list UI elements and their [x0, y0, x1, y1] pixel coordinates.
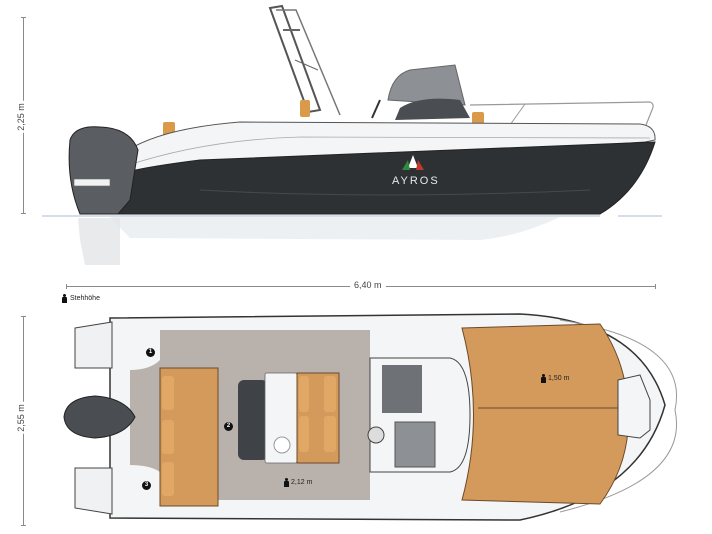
- length-dimension-tick-right: [655, 284, 656, 289]
- headroom-label-cabin: 1,50 m: [541, 374, 569, 383]
- standing-person-icon: [541, 374, 546, 383]
- headroom-value: 2,12 m: [291, 479, 313, 486]
- standing-person-icon: [62, 294, 67, 303]
- height-dimension-tick-bottom: [21, 213, 26, 214]
- legend-label: Stehhöhe: [70, 295, 100, 302]
- headroom-value: 1,50 m: [548, 375, 570, 382]
- length-dimension-tick-left: [66, 284, 67, 289]
- area-marker-2: 2: [224, 422, 233, 431]
- beam-dimension-tick-top: [21, 316, 26, 317]
- standing-person-icon: [284, 478, 289, 487]
- standing-height-legend: Stehhöhe: [62, 294, 100, 303]
- area-marker-3: 3: [142, 481, 151, 490]
- brand-logo-text: AYROS: [392, 175, 440, 187]
- top-view-illustration: [63, 313, 677, 521]
- top-view: 2,55 m: [0, 300, 712, 534]
- height-dimension-tick-top: [21, 17, 26, 18]
- length-dimension-label: 6,40 m: [350, 280, 386, 290]
- beam-dimension-tick-bottom: [21, 525, 26, 526]
- area-marker-1: 1: [146, 348, 155, 357]
- side-view: 2,25 m AYROS: [15, 4, 662, 290]
- headroom-label-cockpit: 2,12 m: [284, 478, 312, 487]
- side-view-illustration: [42, 4, 662, 265]
